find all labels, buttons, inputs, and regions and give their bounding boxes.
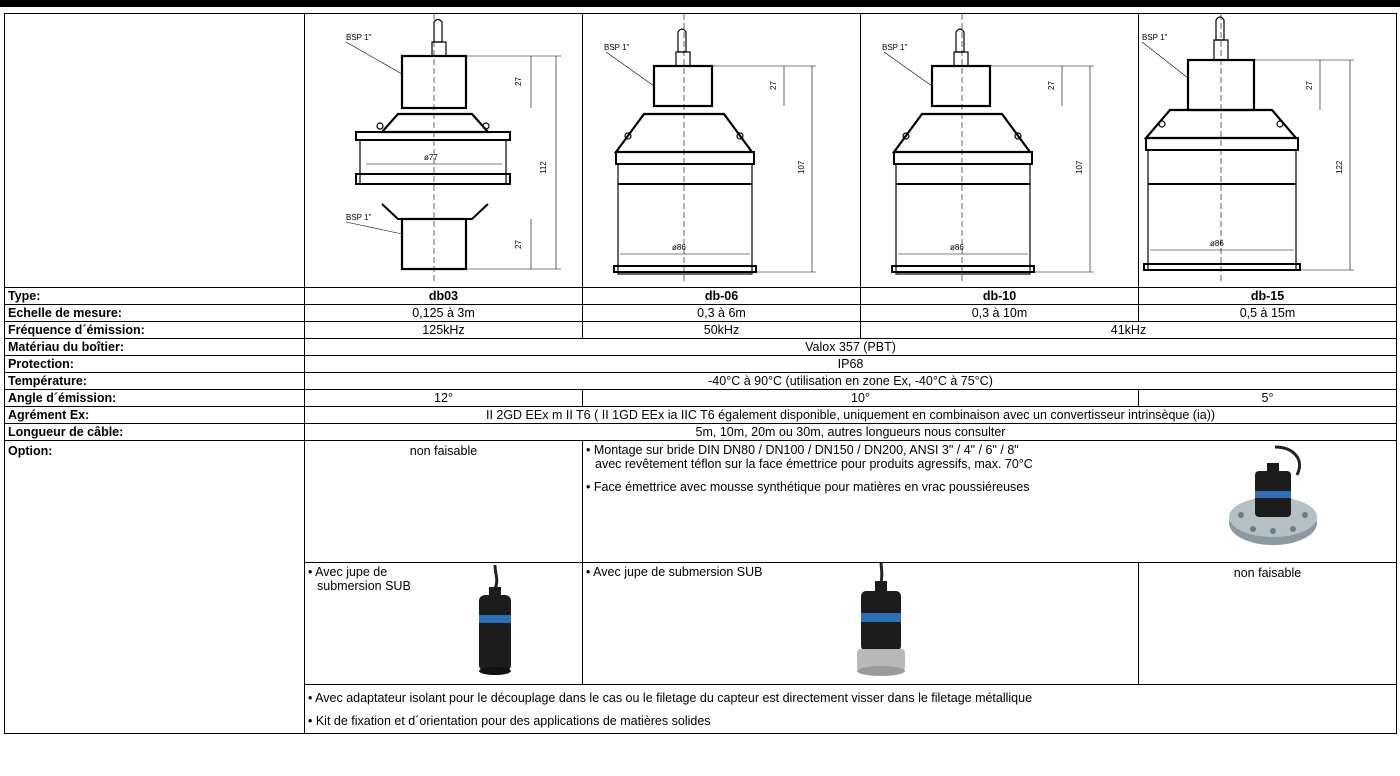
option-row-flange: Option: non faisable • Montage sur bride… (4, 440, 1397, 734)
range-db03: 0,125 à 3m (304, 304, 583, 322)
approval-label: Agrément Ex: (4, 406, 305, 424)
option-general-text: • Avec adaptateur isolant pour le découp… (308, 686, 1393, 728)
option-db03-not-feasible: non faisable (304, 440, 583, 563)
option-db03-sub-line1: • Avec jupe de (308, 565, 388, 579)
drawing-db06-svg: BSP 1" ø86 27 107 (604, 14, 816, 284)
drawing-db10: BSP 1" ø86 27 107 (860, 13, 1139, 288)
db15-dim-total-label: 122 (1335, 160, 1344, 174)
option-label: Option: (4, 440, 305, 734)
sub-sensor-small-photo (479, 565, 511, 675)
db15-dim-a-label: 27 (1305, 81, 1314, 90)
option-db06-db10-sub-text: • Avec jupe de submersion SUB (586, 564, 1135, 579)
frequency-db10-db15: 41kHz (860, 321, 1397, 339)
drawing-db06: BSP 1" ø86 27 107 (582, 13, 861, 288)
temperature-value: -40°C à 90°C (utilisation en zone Ex, -4… (304, 372, 1397, 390)
option-general-cell: • Avec adaptateur isolant pour le découp… (304, 684, 1397, 734)
approval-row: Agrément Ex: II 2GD EEx m II T6 ( II 1GD… (4, 406, 1397, 424)
approval-value: II 2GD EEx m II T6 ( II 1GD EEx ia IIC T… (304, 406, 1397, 424)
protection-row: Protection: IP68 (4, 355, 1397, 373)
drawing-db15: BSP 1" ø86 27 122 (1138, 13, 1397, 288)
db06-dim-a-label: 27 (769, 81, 778, 90)
option-foam-line: • Face émettrice avec mousse synthétique… (586, 480, 1030, 494)
db03-dim-total-label: 112 (539, 161, 548, 174)
range-label: Echelle de mesure: (4, 304, 305, 322)
drawings-row-label (4, 13, 305, 288)
range-db15: 0,5 à 15m (1138, 304, 1397, 322)
db15-thread-label: BSP 1" (1142, 33, 1168, 42)
material-row: Matériau du boîtier: Valox 357 (PBT) (4, 338, 1397, 356)
frequency-db03: 125kHz (304, 321, 583, 339)
top-border-bar (0, 0, 1400, 7)
option-kit-line: • Kit de fixation et d´orientation pour … (308, 714, 711, 728)
option-db03-sub-line2: submersion SUB (317, 579, 411, 593)
cable-value: 5m, 10m, 20m ou 30m, autres longueurs no… (304, 423, 1397, 441)
frequency-db06: 50kHz (582, 321, 861, 339)
type-db03: db03 (304, 287, 583, 305)
db10-diameter-label: ø86 (950, 243, 964, 252)
db03-dim-b-label: 27 (514, 240, 523, 249)
flange-sensor-photo (1229, 445, 1317, 545)
material-value: Valox 357 (PBT) (304, 338, 1397, 356)
db06-dim-total-label: 107 (797, 160, 806, 174)
spec-table: BSP 1" BSP 1" ø77 27 112 27 (4, 13, 1397, 734)
db03-dim-a-label: 27 (514, 77, 523, 86)
type-row: Type: db03 db-06 db-10 db-15 (4, 287, 1397, 305)
db06-thread-label: BSP 1" (604, 43, 630, 52)
angle-label: Angle d´émission: (4, 389, 305, 407)
range-db06: 0,3 à 6m (582, 304, 861, 322)
option-row-sub: • Avec jupe de submersion SUB • Avec jup… (5, 562, 1397, 685)
temperature-row: Température: -40°C à 90°C (utilisation e… (4, 372, 1397, 390)
type-db10: db-10 (860, 287, 1139, 305)
drawing-db15-svg: BSP 1" ø86 27 122 (1141, 14, 1354, 284)
drawing-db03-svg: BSP 1" BSP 1" ø77 27 112 27 (345, 14, 561, 284)
protection-label: Protection: (4, 355, 305, 373)
cable-label: Longueur de câble: (4, 423, 305, 441)
option-db03-sub-text: • Avec jupe de submersion SUB (308, 564, 579, 593)
drawing-db10-svg: BSP 1" ø86 27 107 (882, 14, 1094, 284)
option-flange-text: • Montage sur bride DIN DN80 / DN100 / D… (586, 442, 1393, 494)
db15-diameter-label: ø86 (1210, 239, 1224, 248)
option-adapter-line: • Avec adaptateur isolant pour le découp… (308, 691, 1033, 705)
option-row-general: • Avec adaptateur isolant pour le découp… (5, 684, 1397, 734)
option-flange-cell: • Montage sur bride DIN DN80 / DN100 / D… (582, 440, 1397, 563)
type-db06: db-06 (582, 287, 861, 305)
angle-db03: 12° (304, 389, 583, 407)
option-db15-not-feasible: non faisable (1138, 562, 1397, 685)
type-db15: db-15 (1138, 287, 1397, 305)
option-flange-line1: • Montage sur bride DIN DN80 / DN100 / D… (586, 443, 1019, 457)
frequency-row: Fréquence d´émission: 125kHz 50kHz 41kHz (4, 321, 1397, 339)
option-db06-db10-sub-line: • Avec jupe de submersion SUB (586, 565, 763, 579)
drawing-db03: BSP 1" BSP 1" ø77 27 112 27 (304, 13, 583, 288)
option-db03-sub-cell: • Avec jupe de submersion SUB (304, 562, 583, 685)
angle-db15: 5° (1138, 389, 1397, 407)
protection-value: IP68 (304, 355, 1397, 373)
angle-row: Angle d´émission: 12° 10° 5° (4, 389, 1397, 407)
db10-dim-a-label: 27 (1047, 81, 1056, 90)
db10-thread-label: BSP 1" (882, 43, 908, 52)
range-row: Echelle de mesure: 0,125 à 3m 0,3 à 6m 0… (4, 304, 1397, 322)
db06-diameter-label: ø86 (672, 243, 686, 252)
type-label: Type: (4, 287, 305, 305)
cable-row: Longueur de câble: 5m, 10m, 20m ou 30m, … (4, 423, 1397, 441)
db03-thread-bottom-label: BSP 1" (346, 213, 372, 222)
range-db10: 0,3 à 10m (860, 304, 1139, 322)
option-flange-line2: avec revêtement téflon sur la face émett… (595, 457, 1033, 471)
option-db06-db10-sub-cell: • Avec jupe de submersion SUB (582, 562, 1139, 685)
material-label: Matériau du boîtier: (4, 338, 305, 356)
drawings-row: BSP 1" BSP 1" ø77 27 112 27 (4, 13, 1397, 288)
db03-diameter-label: ø77 (424, 153, 438, 162)
frequency-label: Fréquence d´émission: (4, 321, 305, 339)
db03-thread-top-label: BSP 1" (346, 33, 372, 42)
temperature-label: Température: (4, 372, 305, 390)
db10-dim-total-label: 107 (1075, 160, 1084, 174)
angle-db06-db10: 10° (582, 389, 1139, 407)
sub-sensor-large-photo (857, 563, 905, 676)
